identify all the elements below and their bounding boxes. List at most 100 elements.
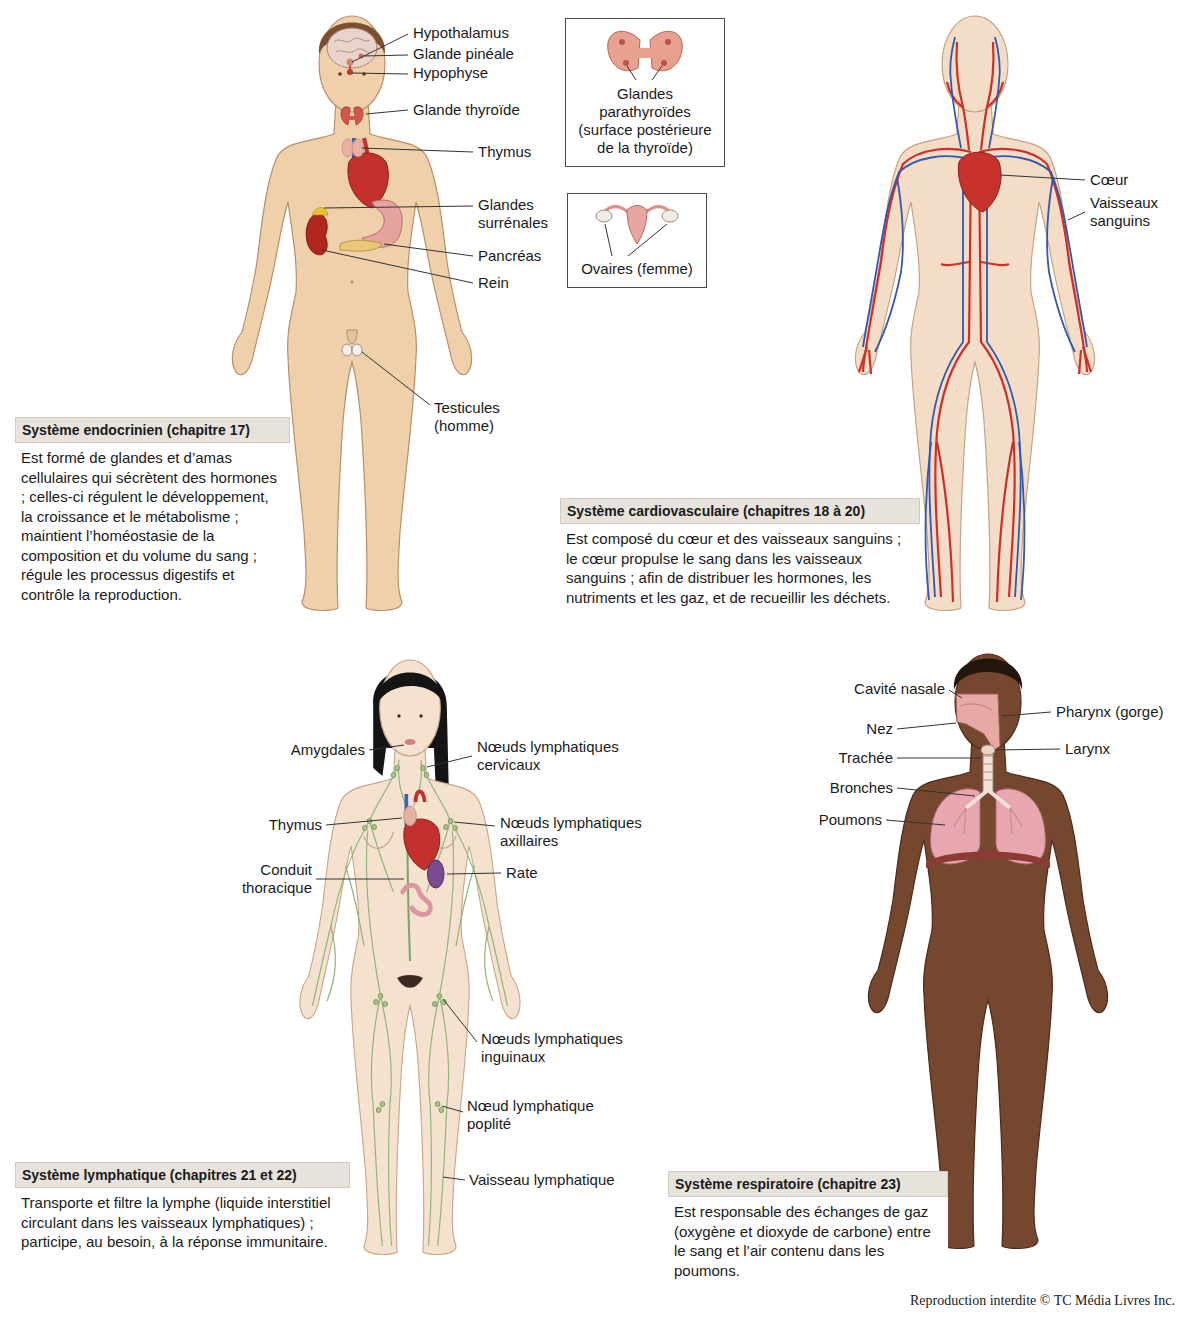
part-label: Cavité nasale	[825, 680, 945, 698]
testis	[352, 344, 362, 356]
part-label: Nœuds lymphatiques axillaires	[500, 814, 650, 850]
leader-line	[384, 244, 473, 256]
ovary	[662, 210, 678, 222]
lymph-node	[424, 772, 429, 777]
part-label: Larynx	[1065, 740, 1145, 758]
leader-line	[322, 250, 473, 283]
lymph-vessel	[428, 996, 439, 1246]
panel-description: Est responsable des échanges de gaz (oxy…	[668, 1197, 948, 1280]
inset-box: Glandes parathyroïdes (surface postérieu…	[565, 18, 725, 167]
part-label: Rein	[478, 274, 538, 292]
panel-heading: Système endocrinien (chapitre 17)	[15, 417, 290, 443]
part-label: Pancréas	[478, 247, 563, 265]
vein	[1019, 442, 1025, 600]
lymph-node	[439, 1107, 444, 1112]
eye	[338, 72, 342, 76]
artery	[1079, 347, 1091, 374]
leader-line	[1000, 175, 1085, 180]
part-label: Nœud lymphatique poplité	[467, 1097, 607, 1133]
leader-line	[442, 1106, 463, 1112]
thyroid-lobe	[650, 31, 682, 71]
part-label: Glande thyroïde	[413, 101, 553, 119]
inset-box: Ovaires (femme)	[567, 193, 707, 288]
system-panel: Système respiratoire (chapitre 23)Est re…	[668, 1171, 948, 1286]
brain-folds	[334, 38, 370, 52]
panel-description: Est composé du cœur et des vaisseaux san…	[560, 524, 920, 607]
lymph-node	[443, 824, 448, 829]
larynx	[981, 745, 995, 755]
leader-line	[366, 110, 408, 114]
testis	[342, 344, 352, 356]
bronchi	[966, 790, 1010, 808]
leader-line	[949, 690, 962, 698]
parathyroid-gland	[619, 39, 625, 45]
parathyroid-gland	[623, 60, 629, 66]
lymph-vessel	[456, 866, 474, 946]
leader-line	[447, 873, 501, 874]
leader-line	[443, 999, 477, 1042]
parathyroid-picture	[608, 31, 683, 80]
vein	[989, 37, 1000, 148]
part-label: Thymus	[478, 143, 558, 161]
navel	[351, 281, 354, 284]
nasal-concha	[960, 704, 992, 710]
intestine	[403, 885, 431, 914]
nasal-cavity	[956, 694, 1000, 750]
inset-caption: Ovaires (femme)	[568, 260, 706, 278]
leader-line	[363, 55, 408, 56]
veins	[985, 37, 1087, 600]
hair	[954, 659, 1022, 691]
lymph-vessel	[421, 764, 507, 1006]
leader-line	[897, 788, 975, 796]
artery	[979, 162, 1015, 597]
leader-line	[443, 1177, 465, 1180]
panel-description: Transporte et filtre la lymphe (liquide …	[15, 1188, 350, 1252]
spleen	[427, 860, 444, 888]
part-label: Glandes surrénales	[478, 196, 563, 232]
bronchial-tree	[954, 808, 1022, 834]
tonsils	[404, 739, 415, 745]
vessel-network	[979, 37, 1091, 602]
diaphragm	[926, 852, 1050, 869]
vein	[987, 162, 1021, 597]
part-label: Nœuds lymphatiques inguinaux	[481, 1030, 631, 1066]
leader-line	[1068, 212, 1085, 220]
leader-line	[605, 224, 667, 256]
leader-line	[427, 756, 472, 767]
part-label: Cœur	[1090, 171, 1160, 189]
part-label: Thymus	[222, 816, 322, 834]
eye	[419, 714, 422, 718]
lymph-node	[448, 818, 453, 823]
artery	[416, 791, 425, 802]
pubic-hair	[397, 975, 423, 988]
part-label: Nez	[843, 720, 893, 738]
thyroid	[341, 107, 363, 125]
panel-description: Est formé de glandes et d’amas cellulair…	[15, 443, 290, 604]
part-label: Pharynx (gorge)	[1056, 703, 1184, 721]
leader-line	[897, 723, 956, 729]
leader-line	[995, 749, 1060, 750]
leader-line	[897, 758, 981, 759]
copyright-note: Reproduction interdite © TC Média Livres…	[780, 1292, 1175, 1310]
pancreas	[340, 240, 382, 251]
parathyroid-gland	[661, 60, 667, 66]
part-label: Hypothalamus	[413, 24, 543, 42]
leader-line	[362, 148, 473, 152]
part-label: Rate	[506, 864, 566, 882]
part-label: Vaisseaux sanguins	[1090, 194, 1175, 230]
adrenal-gland	[312, 208, 328, 216]
part-label: Hypophyse	[413, 64, 543, 82]
leader-line	[1002, 712, 1051, 716]
lymph-node	[437, 993, 442, 998]
part-label: Vaisseau lymphatique	[469, 1171, 639, 1189]
lymph-node	[420, 765, 425, 770]
eye	[397, 714, 400, 718]
leader-line	[324, 206, 473, 208]
system-panel: Système cardiovasculaire (chapitres 18 à…	[560, 498, 920, 613]
system-panel: Système endocrinien (chapitre 17)Est for…	[15, 417, 290, 610]
part-label: Trachée	[813, 749, 893, 767]
part-label: Bronches	[803, 779, 893, 797]
parathyroid-gland	[665, 39, 671, 45]
panel-heading: Système respiratoire (chapitre 23)	[668, 1171, 948, 1197]
